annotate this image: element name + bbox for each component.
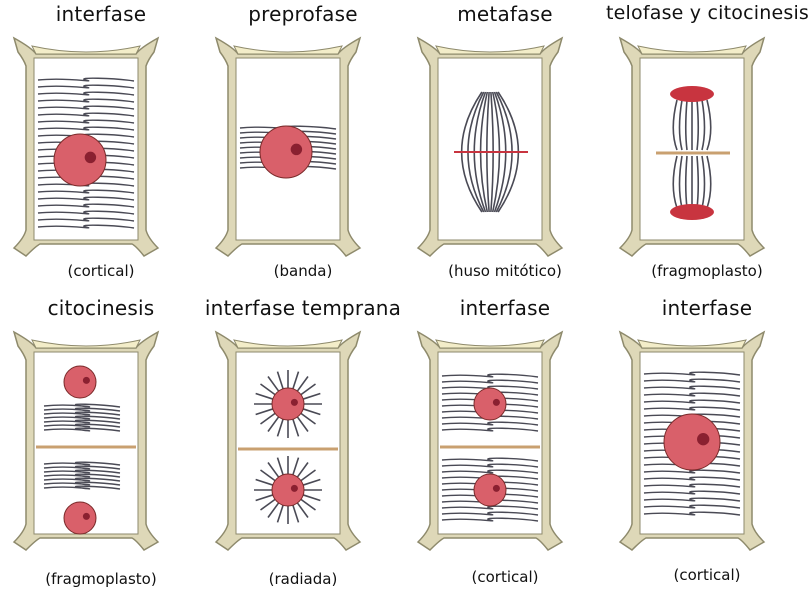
cell-diagram-preprofase (202, 0, 404, 262)
array-caption: (banda) (202, 262, 404, 280)
nucleolus (291, 144, 302, 155)
nucleolus (83, 513, 90, 520)
nucleus (64, 366, 96, 398)
nucleolus (83, 377, 90, 384)
array-caption: (huso mitótico) (404, 262, 606, 280)
nucleus (664, 414, 720, 470)
nucleolus (493, 485, 500, 492)
cell-diagram-interfase-cortical (0, 0, 202, 262)
cell-wall-top (234, 340, 342, 348)
nucleus (54, 134, 106, 186)
cell-wall-top (32, 340, 140, 348)
cell-wall-top (234, 46, 342, 54)
daughter-chromatin (670, 204, 714, 220)
cell-diagram-interfase-temprana (202, 294, 404, 556)
panel-interfase-2: interfase (cortical) (404, 294, 606, 588)
panel-interfase-3: interfase (cortical) (606, 294, 808, 588)
panel-interfase-temprana: interfase temprana (radiada) (202, 294, 404, 588)
array-caption: (cortical) (0, 262, 202, 280)
cell-diagram-telofase (606, 0, 808, 262)
cell-wall-top (32, 46, 140, 54)
nucleolus (493, 399, 500, 406)
nucleus (272, 474, 304, 506)
array-caption: (radiada) (202, 570, 404, 588)
nucleolus (697, 433, 709, 445)
cell-diagram-interfase-3 (606, 294, 808, 556)
nucleus (272, 388, 304, 420)
panel-citocinesis: citocinesis (fragmoplasto) (0, 294, 202, 588)
cell-wall-top (436, 46, 544, 54)
cytoplasm (438, 58, 542, 240)
nucleus (474, 474, 506, 506)
nucleolus (291, 485, 298, 492)
cell-wall-top (638, 46, 746, 54)
cell-diagram-interfase-2 (404, 294, 606, 556)
panel-metafase: metafase (huso mitótico) (404, 0, 606, 294)
daughter-chromatin (670, 86, 714, 102)
cell-diagram-citocinesis (0, 294, 202, 556)
array-caption: (fragmoplasto) (606, 262, 808, 280)
panel-interfase-cortical: interfase (cortical) (0, 0, 202, 294)
nucleolus (291, 399, 298, 406)
cell-wall-top (436, 340, 544, 348)
nucleus (474, 388, 506, 420)
cell-diagram-metafase (404, 0, 606, 262)
cell-wall-top (638, 340, 746, 348)
panel-preprofase: preprofase (banda) (202, 0, 404, 294)
array-caption: (cortical) (404, 568, 606, 586)
array-caption: (cortical) (606, 566, 808, 584)
array-caption: (fragmoplasto) (0, 570, 202, 588)
nucleolus (85, 152, 96, 163)
panel-telofase: telofase y citocinesis (fragmoplasto) (606, 0, 808, 294)
nucleus (260, 126, 312, 178)
nucleus (64, 502, 96, 534)
